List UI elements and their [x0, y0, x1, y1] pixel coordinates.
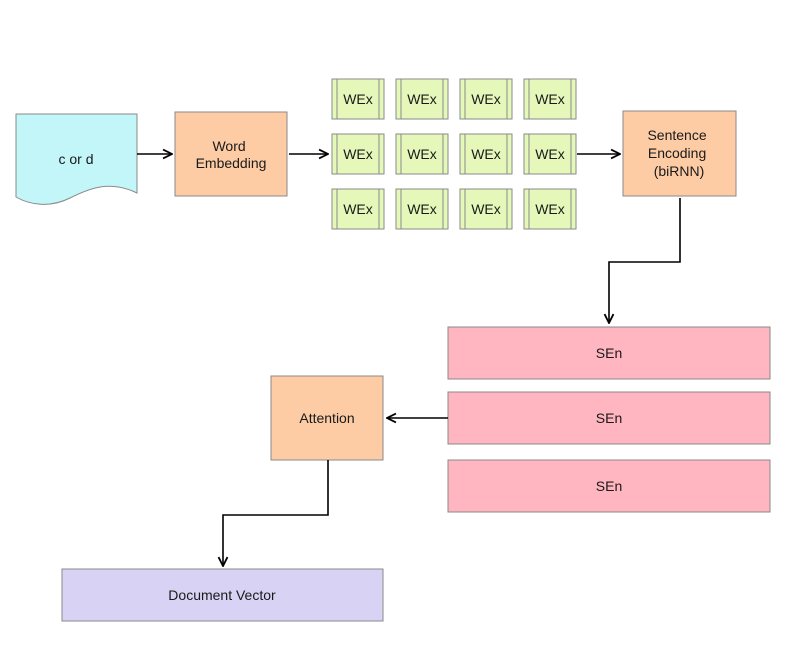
- input-document-node: c or d: [15, 113, 138, 205]
- svg-text:Sentence Encoding: Sentence Encoding (biRNN): [647, 127, 710, 179]
- word-embedding-cell-label: WEx: [407, 91, 437, 107]
- sentence-encoding-bar: SEn: [447, 391, 771, 445]
- word-embedding-cell-label: WEx: [535, 91, 565, 107]
- sentence-encoding-label-line1: Sentence: [647, 127, 706, 143]
- word-embedding-cell: WEx: [395, 188, 449, 230]
- sentence-encoding-bar-label: SEn: [596, 478, 622, 494]
- attention-label: Attention: [299, 410, 354, 426]
- word-embedding-cell-label: WEx: [407, 201, 437, 217]
- sentence-encoding-bar: SEn: [447, 326, 771, 380]
- word-embedding-cell: WEx: [459, 133, 513, 175]
- word-embedding-cell-label: WEx: [343, 146, 373, 162]
- word-embedding-cell: WEx: [331, 133, 385, 175]
- arrow-sentence-encoding-to-sentences: [609, 198, 681, 323]
- word-embedding-label-line2: Embedding: [196, 155, 267, 171]
- word-embedding-cell: WEx: [523, 78, 577, 120]
- sentence-encoding-node: Sentence Encoding (biRNN): [622, 110, 737, 197]
- word-embedding-cell: WEx: [459, 188, 513, 230]
- word-embedding-cell-label: WEx: [343, 201, 373, 217]
- attention-node: Attention: [270, 375, 384, 461]
- word-embedding-cell: WEx: [331, 78, 385, 120]
- word-embedding-cell: WEx: [395, 78, 449, 120]
- sentence-encoding-label-line3: (biRNN): [654, 163, 705, 179]
- word-embedding-cell: WEx: [523, 188, 577, 230]
- arrow-attention-to-document-vector: [223, 460, 329, 566]
- connectors: [137, 154, 681, 566]
- word-embedding-cell-label: WEx: [471, 146, 501, 162]
- word-embedding-cell-label: WEx: [407, 146, 437, 162]
- word-embedding-cell-label: WEx: [471, 201, 501, 217]
- sentence-encoding-bar-label: SEn: [596, 410, 622, 426]
- sentence-encoding-label-line2: Encoding: [648, 145, 706, 161]
- word-embedding-cell: WEx: [523, 133, 577, 175]
- word-embedding-cell-label: WEx: [471, 91, 501, 107]
- word-embedding-node: Word Embedding: [174, 111, 288, 197]
- sentence-encoding-bar-label: SEn: [596, 345, 622, 361]
- sentence-encoding-bar: SEn: [447, 459, 771, 513]
- word-embedding-label-line1: Word: [212, 138, 245, 154]
- document-vector-label: Document Vector: [168, 587, 276, 603]
- document-vector-node: Document Vector: [61, 568, 384, 622]
- word-embedding-cell-label: WEx: [343, 91, 373, 107]
- word-embedding-cell: WEx: [331, 188, 385, 230]
- word-embedding-cell-label: WEx: [535, 146, 565, 162]
- svg-text:Word Embedding: Word Embedding: [196, 138, 267, 171]
- word-embedding-cell: WEx: [395, 133, 449, 175]
- input-document-label: c or d: [58, 151, 93, 167]
- word-embedding-cell-label: WEx: [535, 201, 565, 217]
- word-embedding-cell: WEx: [459, 78, 513, 120]
